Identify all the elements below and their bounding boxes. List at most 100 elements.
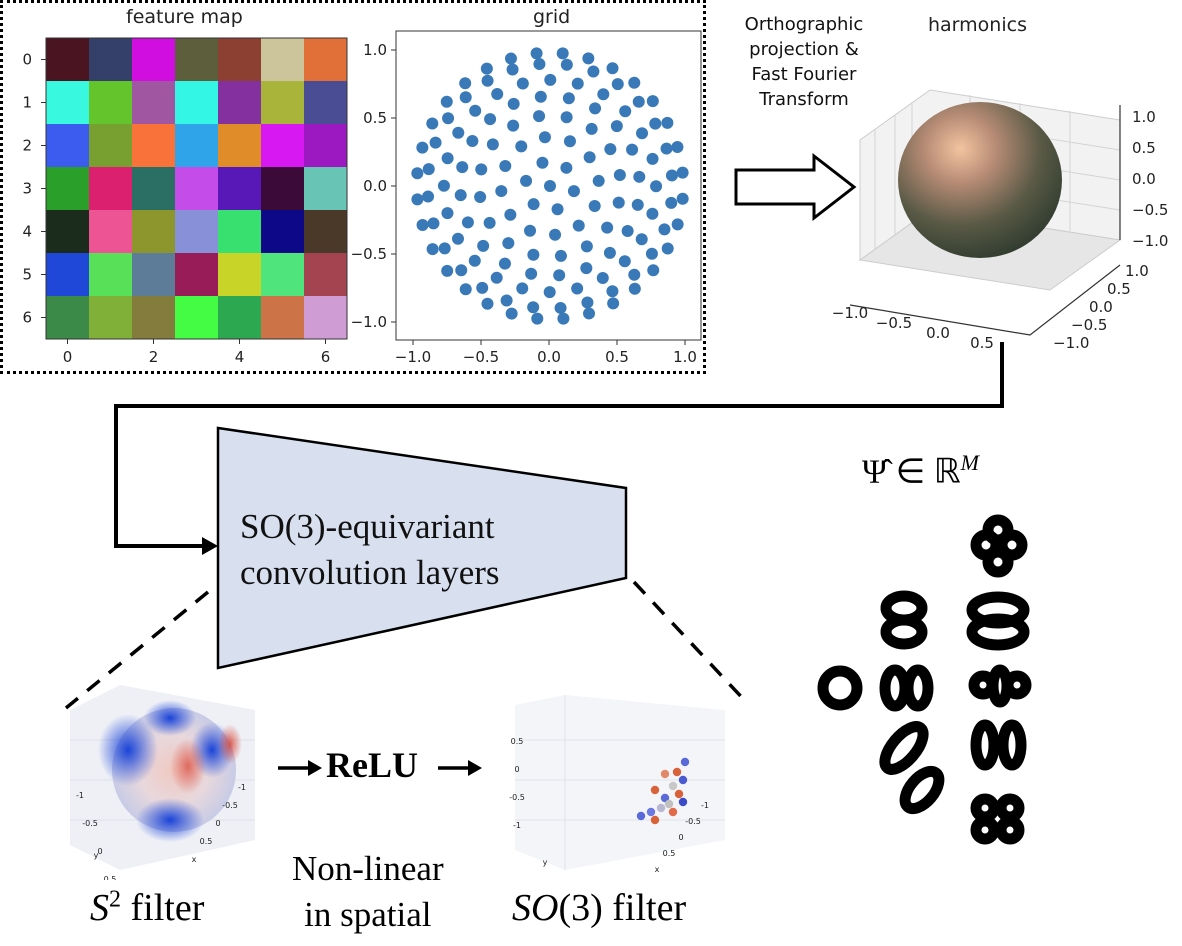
grid-point xyxy=(525,267,538,280)
s2-right-tick: x xyxy=(192,855,197,864)
grid-point xyxy=(440,95,453,108)
feature-map-ytick-label: 3 xyxy=(22,180,32,198)
harmonics-xtick-label: 0.5 xyxy=(970,334,994,352)
grid-point xyxy=(676,166,689,179)
harmonics-ytick-label: 1.0 xyxy=(1125,262,1149,280)
grid-point xyxy=(612,196,625,209)
harmonics-ztick-label: 1.0 xyxy=(1132,108,1156,126)
grid-point xyxy=(647,264,660,277)
feature-map-cell xyxy=(261,167,304,210)
relu-caption-1: Non-linear xyxy=(292,849,444,888)
grid-point xyxy=(628,76,641,89)
grid-point xyxy=(544,180,556,192)
grid-point xyxy=(498,257,511,270)
so3-right-tick: 0 xyxy=(678,833,683,842)
so3-filter-plot: 0.50-0.5-1y -1-0.500.5x xyxy=(509,695,725,874)
s2-filter-plot: -1-0.500.5y -1-0.500.5x xyxy=(70,685,255,880)
so3-point xyxy=(668,781,678,791)
grid-point xyxy=(589,102,602,115)
grid-point xyxy=(422,190,435,203)
feature-map-cell xyxy=(261,296,304,339)
grid-point xyxy=(646,152,659,165)
grid-point xyxy=(563,135,576,148)
grid-point xyxy=(580,240,593,253)
grid-point xyxy=(454,189,467,202)
feature-map-xtick-label: 0 xyxy=(63,348,73,366)
grid-point xyxy=(452,126,465,139)
grid-point xyxy=(658,223,671,236)
grid-ytick-label: 0.5 xyxy=(363,109,387,127)
grid-point xyxy=(560,161,573,174)
harmonics-xtick-label: 0.0 xyxy=(926,324,950,342)
feature-map-cell xyxy=(304,38,347,81)
feature-map-cell xyxy=(132,296,175,339)
grid-point xyxy=(560,58,573,71)
feature-map-cells xyxy=(46,38,347,339)
grid-point xyxy=(538,131,551,144)
conv-line-2: convolution layers xyxy=(240,553,500,592)
grid-point xyxy=(603,246,616,259)
transform-line-2: projection & xyxy=(749,39,859,60)
grid-point xyxy=(426,243,439,256)
harmonics-xtick-label: −0.5 xyxy=(876,314,912,332)
relu-label: ReLU xyxy=(326,745,418,785)
grid-point xyxy=(515,140,528,153)
feature-map-cell xyxy=(218,81,261,124)
grid-point xyxy=(606,62,619,75)
grid-point xyxy=(587,65,600,78)
feature-map-cell xyxy=(304,124,347,167)
grid-point xyxy=(507,119,520,132)
grid-point xyxy=(516,77,529,90)
grid-point xyxy=(601,221,614,234)
conv-block-label: SO(3)-equivariant convolution layers xyxy=(240,504,500,596)
feature-map-cell xyxy=(132,124,175,167)
so3-point xyxy=(678,775,688,785)
s2-sup: 2 xyxy=(109,886,121,913)
grid-point xyxy=(426,117,439,130)
grid-point xyxy=(524,224,537,237)
grid-point xyxy=(442,112,455,125)
grid-point xyxy=(486,138,499,151)
grid-point xyxy=(626,143,639,156)
so3-point xyxy=(660,793,670,803)
feature-map-cell xyxy=(175,167,218,210)
feature-map-ytick-label: 6 xyxy=(22,309,32,327)
so3-point xyxy=(664,799,674,809)
feature-map-title: feature map xyxy=(126,6,243,28)
psi-label: Ψ̂ ∈ ℝM xyxy=(862,450,979,491)
transform-arrow xyxy=(734,152,857,222)
grid-point xyxy=(474,190,487,203)
feature-map-cell xyxy=(89,167,132,210)
so3-point xyxy=(650,815,660,825)
harmonics-ztick-label: 0.0 xyxy=(1132,170,1156,188)
feature-map-xtick-label: 4 xyxy=(235,348,245,366)
so3-axis-y-label: y xyxy=(543,858,548,867)
grid-ytick-label: −0.5 xyxy=(351,245,387,263)
grid-point xyxy=(631,198,644,211)
s2-math: S xyxy=(90,887,109,929)
feature-map-cell xyxy=(304,81,347,124)
grid-point xyxy=(560,111,573,124)
grid-point xyxy=(495,185,508,198)
grid-point xyxy=(481,74,494,87)
grid-point xyxy=(597,88,610,101)
grid-point xyxy=(466,134,479,147)
feature-map-cell xyxy=(132,38,175,81)
feature-map-cell xyxy=(218,253,261,296)
grid-point xyxy=(456,161,469,174)
grid-point xyxy=(556,47,569,60)
feature-map-cell xyxy=(46,253,89,296)
harmonics-ytick-label: −1.0 xyxy=(1053,334,1089,352)
feature-map-ytick-label: 5 xyxy=(22,266,32,284)
psi-text: Ψ̂ ∈ ℝ xyxy=(862,453,961,491)
grid-point xyxy=(459,283,472,296)
grid-point xyxy=(596,272,609,285)
grid-point xyxy=(588,199,601,212)
so3-left-tick: -0.5 xyxy=(509,793,525,802)
feature-map-cell xyxy=(175,253,218,296)
grid-point xyxy=(571,282,584,295)
grid-point xyxy=(416,141,429,154)
grid-point xyxy=(502,237,515,250)
grid-point xyxy=(451,232,464,245)
grid-point xyxy=(527,301,540,314)
